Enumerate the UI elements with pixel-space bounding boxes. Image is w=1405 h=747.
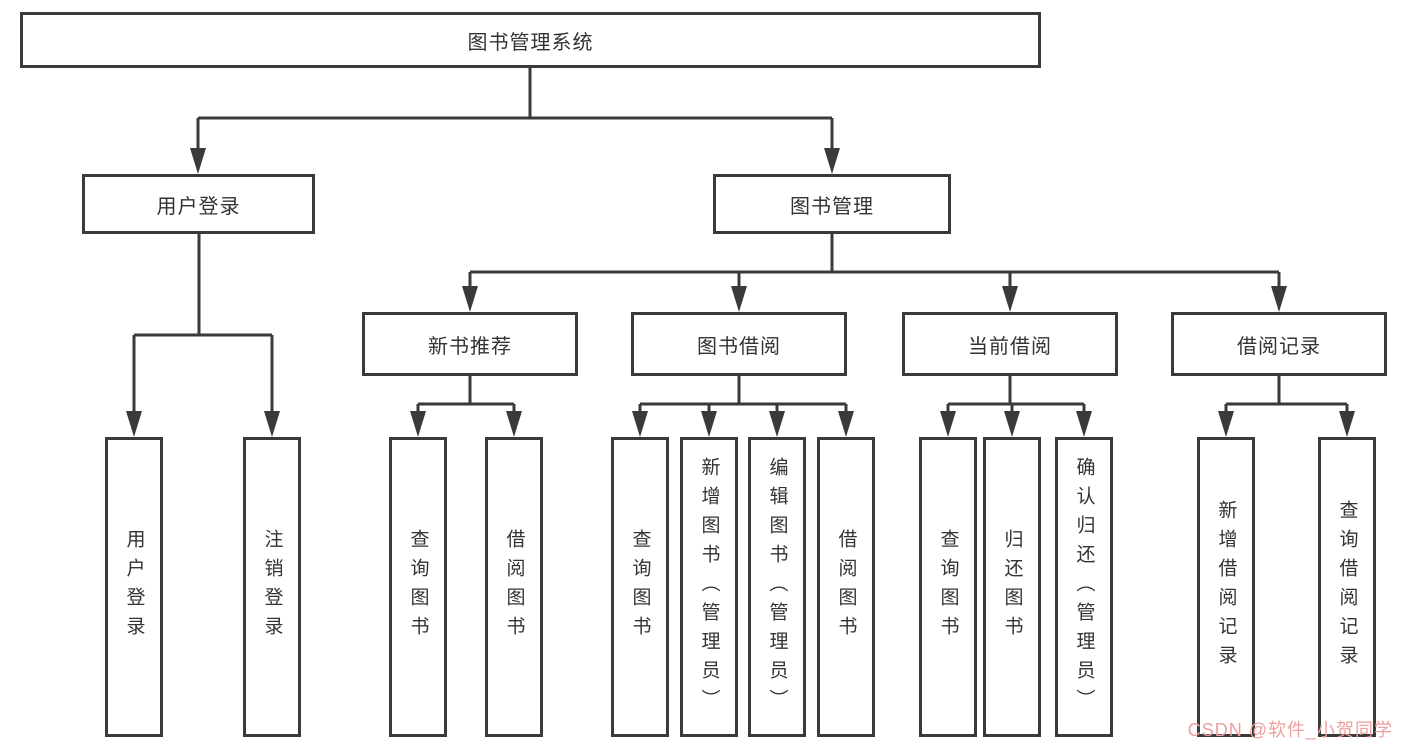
connector-book-borrow-to-leaves	[638, 376, 848, 414]
leaf-bb-add-book-admin: 新增图书（管理员）	[680, 437, 738, 737]
leaf-cb-query-book: 查询图书	[919, 437, 977, 737]
node-book-management: 图书管理	[713, 174, 951, 234]
leaf-cb-confirm-return-admin: 确认归还（管理员）	[1055, 437, 1113, 737]
node-user-login: 用户登录	[82, 174, 315, 234]
connector-current-borrow-to-leaves	[946, 376, 1086, 414]
leaf-nb-query-book: 查询图书	[389, 437, 447, 737]
node-root-label: 图书管理系统	[467, 31, 594, 54]
leaf-bb-edit-book-admin: 编辑图书（管理员）	[748, 437, 806, 737]
leaf-cb-return-book: 归还图书	[983, 437, 1041, 737]
leaf-cb-query-book-label: 查询图书	[937, 529, 959, 645]
leaf-logout: 注销登录	[243, 437, 301, 737]
node-new-book-recommend-label: 新书推荐	[428, 335, 512, 358]
leaf-nb-borrow-book-label: 借阅图书	[503, 529, 525, 645]
leaf-user-login-label: 用户登录	[123, 529, 145, 645]
leaf-nb-borrow-book: 借阅图书	[485, 437, 543, 737]
node-borrow-records: 借阅记录	[1171, 312, 1387, 376]
node-current-borrow: 当前借阅	[902, 312, 1118, 376]
leaf-user-login: 用户登录	[105, 437, 163, 737]
connector-new-book-to-leaves	[416, 376, 516, 414]
node-book-borrow-label: 图书借阅	[697, 335, 781, 358]
leaf-br-query-record: 查询借阅记录	[1318, 437, 1376, 737]
leaf-logout-label: 注销登录	[261, 529, 283, 645]
node-user-login-label: 用户登录	[156, 195, 241, 218]
node-current-borrow-label: 当前借阅	[968, 335, 1052, 358]
leaf-bb-add-book-admin-label: 新增图书（管理员）	[698, 456, 720, 718]
connector-root-to-level1	[196, 68, 834, 152]
node-borrow-records-label: 借阅记录	[1237, 335, 1321, 358]
leaf-bb-borrow-book: 借阅图书	[817, 437, 875, 737]
leaf-cb-return-book-label: 归还图书	[1001, 529, 1023, 645]
leaf-br-query-record-label: 查询借阅记录	[1336, 500, 1358, 674]
leaf-br-add-record: 新增借阅记录	[1197, 437, 1255, 737]
node-root: 图书管理系统	[20, 12, 1041, 68]
node-book-management-label: 图书管理	[790, 195, 874, 218]
leaf-bb-query-book-label: 查询图书	[629, 529, 651, 645]
leaf-nb-query-book-label: 查询图书	[407, 529, 429, 645]
connector-book-management-to-level2	[468, 234, 1281, 290]
leaf-bb-borrow-book-label: 借阅图书	[835, 529, 857, 645]
leaf-br-add-record-label: 新增借阅记录	[1215, 500, 1237, 674]
connector-user-login-to-leaves	[132, 234, 274, 414]
node-new-book-recommend: 新书推荐	[362, 312, 578, 376]
node-book-borrow: 图书借阅	[631, 312, 847, 376]
csdn-watermark: CSDN @软件_小贺同学	[1187, 720, 1393, 740]
leaf-cb-confirm-return-admin-label: 确认归还（管理员）	[1073, 456, 1095, 718]
leaf-bb-query-book: 查询图书	[611, 437, 669, 737]
connector-borrow-records-to-leaves	[1224, 376, 1349, 414]
leaf-bb-edit-book-admin-label: 编辑图书（管理员）	[766, 456, 788, 718]
